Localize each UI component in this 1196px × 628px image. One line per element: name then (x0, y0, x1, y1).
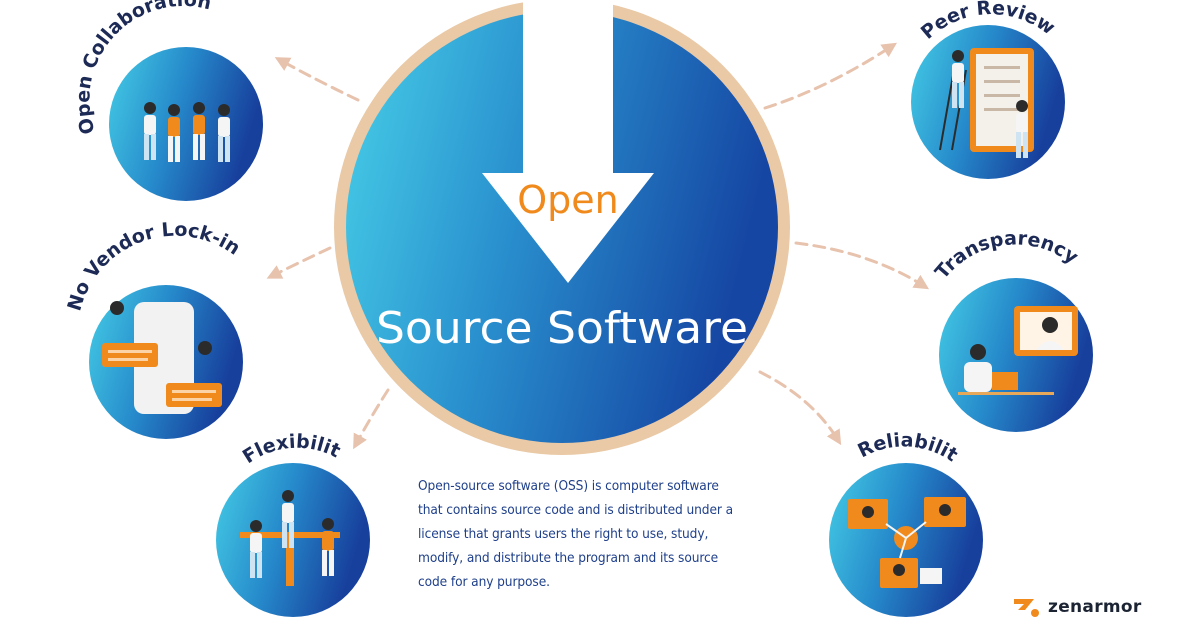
zenarmor-logo-icon (1014, 599, 1039, 617)
description-line: license that grants users the right to u… (418, 526, 709, 542)
benefit-flexibility (216, 463, 370, 617)
arrow-flexibility (353, 388, 390, 450)
arrow-peer-review (763, 42, 898, 110)
video-call-icon (958, 306, 1078, 395)
arrow-transparency (794, 241, 930, 290)
down-arrow-icon (482, 0, 654, 283)
connector-arrows (266, 42, 930, 450)
benefit-reliability (829, 463, 983, 617)
arrow-open-collaboration (274, 57, 360, 102)
arrow-reliability (758, 370, 842, 446)
label-transparency: Transparency (931, 227, 1083, 283)
arrow-no-vendor-lock-in (266, 246, 332, 279)
main-circle: Open Source Software (334, 0, 790, 455)
center-open-text: Open (517, 178, 619, 222)
benefit-open-collaboration (109, 47, 263, 201)
description-line: modify, and distribute the program and i… (418, 550, 719, 566)
description-line: code for any purpose. (418, 574, 550, 590)
benefit-peer-review (911, 25, 1065, 179)
brand-name: zenarmor (1048, 597, 1142, 617)
description-line: Open-source software (OSS) is computer s… (418, 478, 719, 494)
brand-logo: zenarmor (1012, 592, 1142, 622)
oss-description: Open-source software (OSS) is computer s… (418, 474, 798, 594)
center-title: Source Software (376, 303, 748, 354)
phone-chat-icon (102, 301, 222, 414)
team-meeting-icon (240, 490, 340, 586)
checklist-review-icon (939, 48, 1034, 158)
remote-network-icon (848, 497, 966, 588)
benefit-transparency (939, 278, 1093, 432)
benefit-no-vendor-lock-in (89, 285, 243, 439)
description-line: that contains source code and is distrib… (418, 502, 733, 518)
